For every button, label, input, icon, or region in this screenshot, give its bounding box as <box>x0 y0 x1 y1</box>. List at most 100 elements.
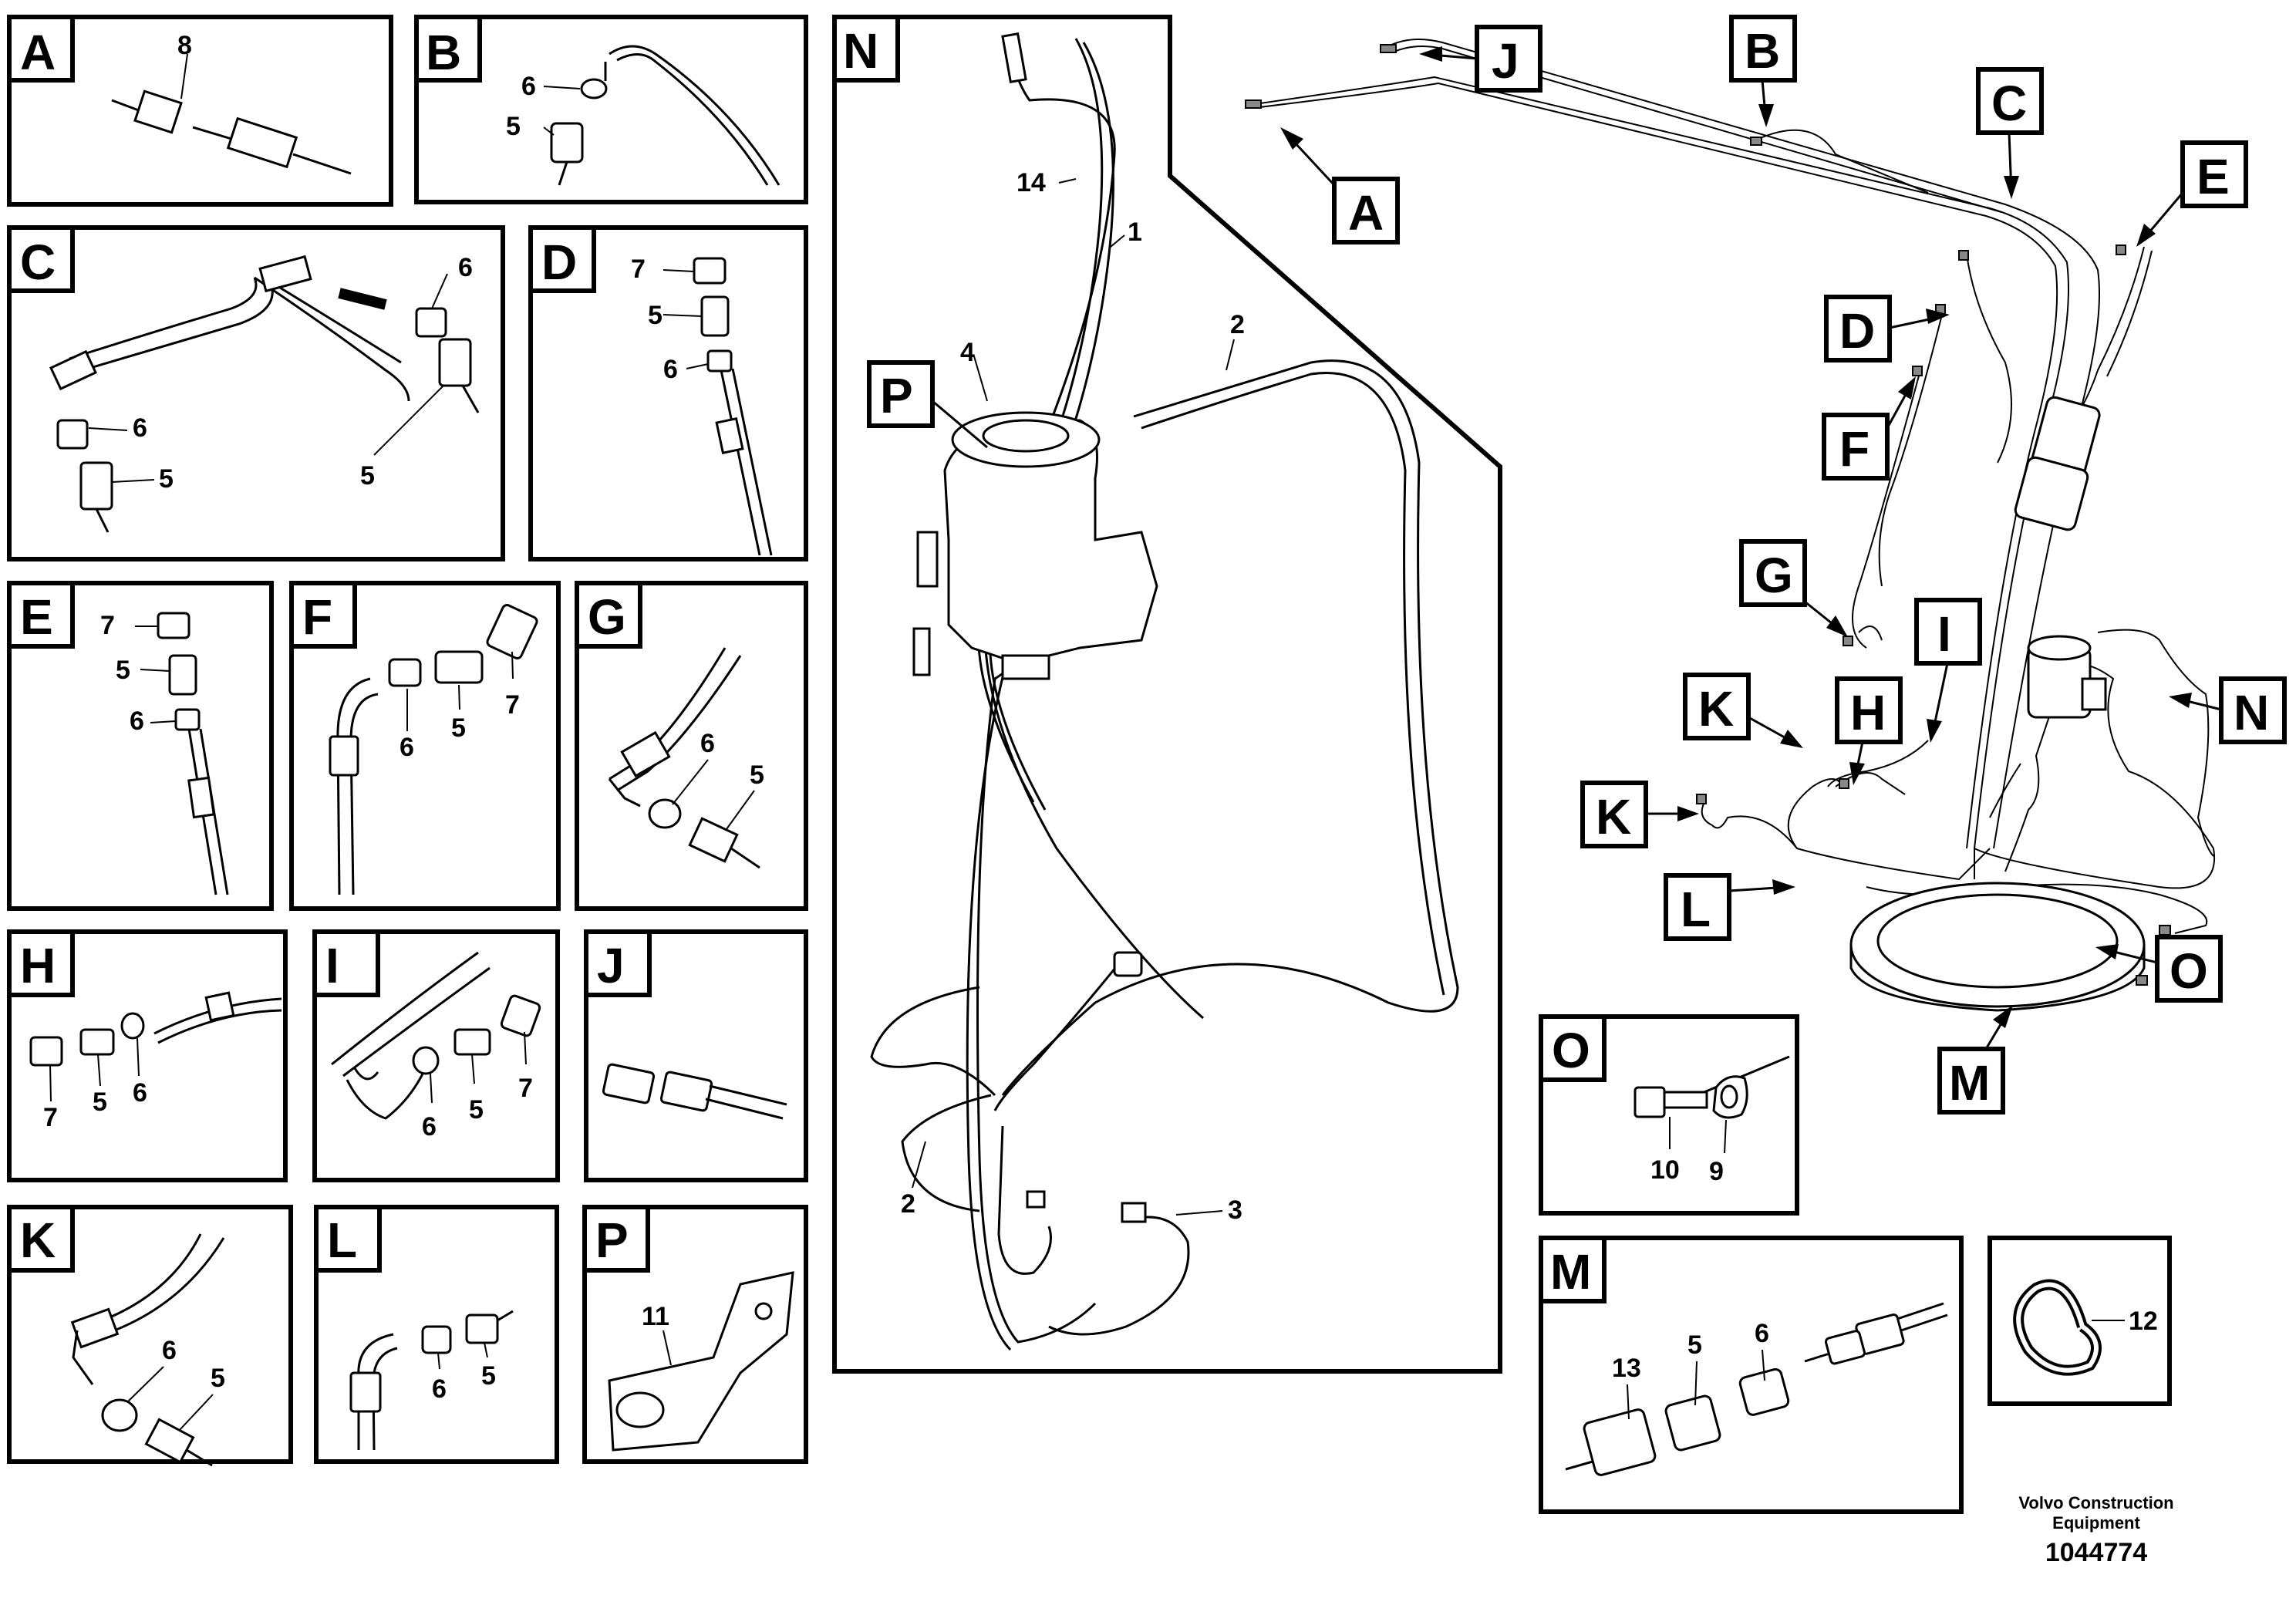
panel-n-inset-label: P <box>880 368 913 423</box>
part-number: 14 <box>1017 168 1046 197</box>
panel-o: O 10 9 <box>1539 1014 1799 1216</box>
part-number: 7 <box>631 255 646 284</box>
panel-g-label: G <box>588 589 626 645</box>
part-number: 7 <box>43 1103 58 1132</box>
part-number: 5 <box>481 1361 496 1391</box>
svg-text:F: F <box>1839 421 1870 477</box>
panel-p-label: P <box>595 1212 629 1268</box>
panel-n: N P 14 1 <box>832 15 1502 1374</box>
overview-callouts: J B A C E D <box>1280 15 2287 1114</box>
panel-n-label: N <box>843 23 878 79</box>
part-number: 5 <box>211 1364 225 1393</box>
panel-a: A 8 <box>7 15 393 207</box>
panel-e: E 7 5 6 <box>7 581 274 911</box>
panel-k-label: K <box>20 1212 56 1268</box>
panel-o-label: O <box>1552 1023 1590 1078</box>
panel-m: M 13 5 6 <box>1539 1236 1964 1514</box>
svg-text:O: O <box>2170 943 2208 999</box>
part-number: 11 <box>642 1302 669 1331</box>
part-number: 3 <box>1228 1195 1242 1225</box>
callout-h: H <box>1835 676 1903 785</box>
svg-text:G: G <box>1755 548 1793 603</box>
part-number: 9 <box>1709 1157 1724 1186</box>
svg-text:J: J <box>1492 33 1519 89</box>
panel-l: L 6 5 <box>314 1205 559 1464</box>
callout-k-upper: K <box>1683 673 1803 748</box>
svg-text:K: K <box>1596 789 1631 845</box>
callout-g: G <box>1739 539 1848 637</box>
callout-o: O <box>2095 935 2223 1003</box>
part-number: 6 <box>663 355 678 384</box>
panel-m-label: M <box>1550 1244 1591 1300</box>
svg-text:I: I <box>1937 606 1951 662</box>
part-number: 5 <box>648 301 663 330</box>
svg-text:L: L <box>1681 882 1711 937</box>
part-number: 5 <box>506 112 521 141</box>
part-number: 6 <box>432 1374 447 1404</box>
part-number: 7 <box>518 1074 533 1103</box>
panel-cable-tie: 12 <box>1988 1236 2172 1406</box>
callout-e: E <box>2136 140 2248 247</box>
panel-l-label: L <box>327 1212 357 1268</box>
panel-d-label: D <box>541 234 577 290</box>
panel-b: B 6 5 <box>414 15 808 204</box>
svg-text:B: B <box>1745 23 1780 79</box>
part-number: 2 <box>1230 310 1245 339</box>
part-number: 13 <box>1612 1354 1641 1383</box>
footer: Volvo Construction Equipment 1044774 <box>2018 1493 2173 1567</box>
callout-c: C <box>1976 67 2044 199</box>
part-number: 5 <box>750 760 764 790</box>
part-number: 5 <box>159 464 174 494</box>
callout-k-lower: K <box>1580 781 1699 848</box>
callout-m: M <box>1937 1005 2013 1114</box>
panel-k: K 6 5 <box>7 1205 293 1467</box>
callout-n: N <box>2169 676 2287 744</box>
part-number: 6 <box>130 706 144 736</box>
part-number: 6 <box>1755 1319 1769 1348</box>
part-number: 5 <box>360 461 375 491</box>
callout-f: F <box>1822 376 1916 481</box>
panel-c: C 6 6 5 5 <box>7 225 505 561</box>
part-number: 6 <box>400 733 414 762</box>
part-number: 6 <box>700 729 715 758</box>
panel-g: G 6 5 <box>575 581 808 911</box>
panel-f-label: F <box>302 589 332 645</box>
callout-d: D <box>1824 295 1950 363</box>
part-number: 5 <box>93 1088 107 1117</box>
company-name-line2: Equipment <box>2052 1513 2140 1533</box>
part-number: 6 <box>521 72 536 101</box>
part-number: 6 <box>133 1078 147 1108</box>
part-number: 6 <box>422 1112 437 1141</box>
panel-a-label: A <box>20 25 56 80</box>
panel-h-label: H <box>20 938 56 993</box>
part-number: 7 <box>100 611 115 640</box>
panel-j-label: J <box>597 938 625 993</box>
part-number: 4 <box>960 338 975 367</box>
part-number: 10 <box>1650 1155 1680 1185</box>
part-number: 7 <box>505 690 520 720</box>
part-number: 8 <box>177 31 192 60</box>
part-number: 6 <box>133 413 147 443</box>
panel-j: J <box>584 929 808 1182</box>
panel-h: H 7 5 6 <box>7 929 288 1182</box>
panel-f: F 6 5 7 <box>289 581 561 911</box>
callout-a: A <box>1280 127 1400 244</box>
drawing-number: 1044774 <box>2045 1538 2147 1567</box>
panel-c-label: C <box>20 234 56 290</box>
part-number: 5 <box>1687 1330 1702 1360</box>
svg-text:N: N <box>2234 685 2269 740</box>
part-number: 2 <box>901 1189 915 1219</box>
part-number: 12 <box>2129 1307 2158 1336</box>
svg-text:E: E <box>2197 149 2230 204</box>
part-number: 1 <box>1128 218 1142 247</box>
svg-text:D: D <box>1839 303 1875 359</box>
svg-text:H: H <box>1850 685 1886 740</box>
part-number: 6 <box>458 253 473 282</box>
part-number: 5 <box>116 656 130 685</box>
svg-text:A: A <box>1348 185 1384 241</box>
company-name-line1: Volvo Construction <box>2018 1493 2173 1512</box>
svg-text:M: M <box>1949 1055 1990 1111</box>
panel-d: D 7 5 6 <box>528 225 808 561</box>
panel-b-label: B <box>426 25 461 80</box>
